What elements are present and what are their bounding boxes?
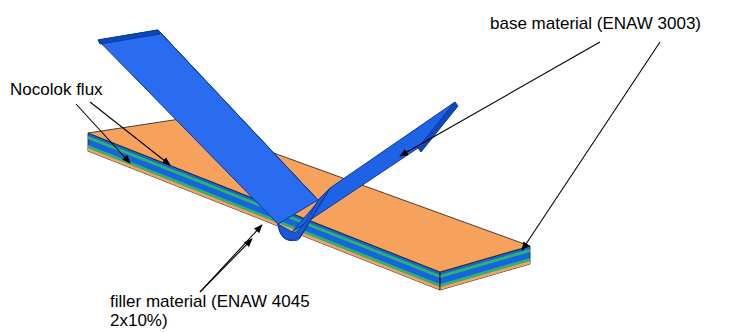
leader-arrows bbox=[76, 42, 660, 292]
v-strip bbox=[98, 30, 458, 241]
part-label: Nocolok flux bbox=[10, 80, 150, 100]
part-label: filler material (ENAW 4045 2x10%) bbox=[110, 292, 310, 331]
part-label: base material (ENAW 3003) bbox=[490, 14, 730, 34]
